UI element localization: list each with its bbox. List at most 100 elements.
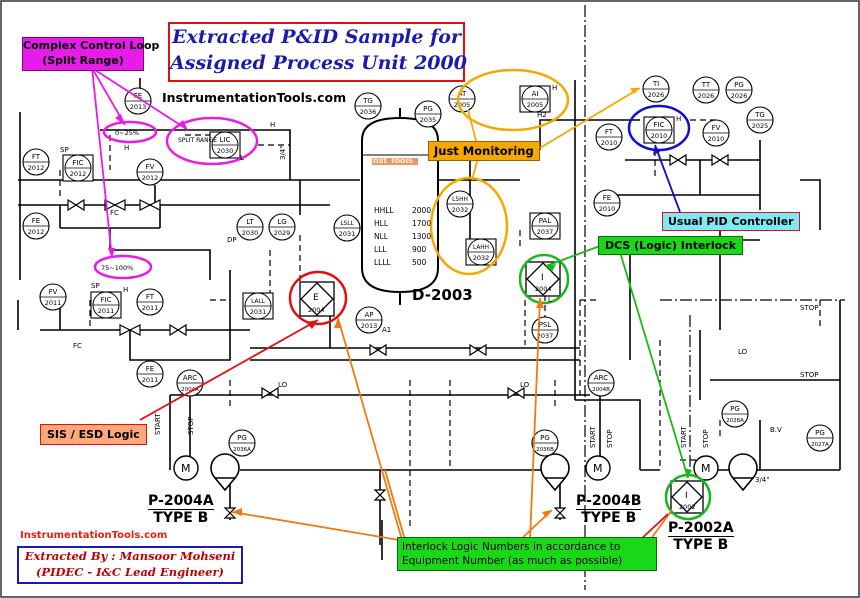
title-box: Extracted P&ID Sample for Assigned Proce… [168, 22, 467, 82]
lo-1: LO [278, 381, 288, 389]
three-quarter-2: 3/4" [755, 476, 770, 484]
fv2012-letters: FV [146, 163, 155, 171]
callout-split-range-line2: (Split Range) [42, 54, 124, 67]
site-label-bottom: InstrumentationTools.com [20, 530, 168, 541]
l-label-lic: L [240, 154, 244, 162]
pg2035-number: 2035 [420, 116, 437, 124]
lg2029-letters: LG [277, 218, 286, 226]
at2005-number: 2005 [454, 101, 471, 109]
ft2010-number: 2010 [601, 139, 618, 147]
e2004-number: 2004 [308, 306, 325, 314]
h-label-fic2012: H [124, 144, 129, 152]
p2002a-type: TYPE B [673, 537, 729, 553]
level-name-3: LLL [374, 245, 387, 254]
callout-sis-esd: SIS / ESD Logic [40, 424, 147, 445]
p2004b-tag: P-2004B [576, 493, 642, 510]
fic2010-letters: FIC [654, 121, 665, 129]
pg2028a-number: 2028A [726, 418, 744, 424]
p2004b-type: TYPE B [581, 510, 637, 526]
interlock-e2004 [299, 281, 335, 317]
i2004-letter: I [541, 273, 544, 283]
lahh2032-letters: LAHH [473, 245, 489, 251]
lshh2032-letters: LSHH [452, 197, 468, 203]
tg2036-letters: TG [362, 97, 373, 105]
pg2036b-letters: PG [540, 434, 550, 442]
fe2011-letters: FE [146, 365, 154, 373]
level-value-3: 900 [412, 245, 427, 254]
pal2037-letters: PAL [539, 217, 552, 225]
fic-2010-ellipse [627, 104, 691, 152]
bv-label: B.V [770, 426, 782, 434]
lic2030-number: 2030 [217, 147, 234, 155]
split-range-75-100-ellipse [93, 254, 153, 280]
instrument-fv2011: FV 2011 [39, 283, 67, 311]
fic2012-number: 2012 [70, 170, 87, 178]
lshh2032-number: 2032 [452, 206, 469, 214]
lall2031-letters: LALL [251, 299, 266, 305]
split-range-0-25-ellipse [102, 120, 158, 144]
fv2011-number: 2011 [45, 299, 62, 307]
lshh-ellipse [429, 176, 509, 276]
lall2031-number: 2031 [250, 308, 267, 316]
dp-label: DP [227, 236, 237, 244]
instrument-pg2028a: PG 2028A [721, 400, 749, 428]
stop-right-2: STOP [800, 371, 818, 379]
fc-label-2: FC [73, 342, 82, 350]
level-name-0: HHLL [374, 206, 394, 215]
tg2025-letters: TG [754, 111, 765, 119]
fe2012-letters: FE [32, 217, 40, 225]
l-label-i2004: L [548, 296, 552, 304]
start-1: START [154, 413, 162, 435]
callout-interlock-line2: Equipment Number (as much as possible) [402, 555, 623, 567]
pg2028a-letters: PG [730, 405, 740, 413]
range-75-100: 75~100% [101, 264, 133, 272]
ft2011-letters: FT [146, 293, 155, 301]
lic-2030-ellipse [165, 116, 259, 166]
i2002-number: 2002 [679, 503, 696, 511]
pump-p2004b-tag: P-2004B TYPE B [576, 493, 642, 526]
level-value-4: 500 [412, 258, 427, 267]
pg2035-letters: PG [423, 105, 433, 113]
stop-right-1: STOP [800, 304, 818, 312]
level-name-4: LLLL [374, 258, 392, 267]
fe2012-number: 2012 [28, 228, 45, 236]
ft2012-number: 2012 [28, 164, 45, 172]
level-name-2: NLL [374, 232, 389, 241]
callout-interlock-line1: Interlock Logic Numbers in accordance to [402, 541, 621, 553]
pg2036a-letters: PG [237, 434, 247, 442]
start-3: START [680, 426, 688, 448]
i2002-letter: I [685, 491, 688, 501]
sis-esd-ellipse [288, 270, 348, 326]
fv2011-letters: FV [49, 288, 58, 296]
pal2037-number: 2037 [537, 228, 554, 236]
tt2026-number: 2026 [698, 92, 715, 100]
fv2010-number: 2010 [708, 135, 725, 143]
lsll2031-letters: LSLL [340, 221, 354, 227]
at2005-letters: AT [458, 90, 467, 98]
valves [67, 153, 729, 519]
credit-line-2: (PIDEC - I&C Lead Engineer) [36, 565, 224, 579]
h-label-lic: H [270, 121, 275, 129]
pump-p2002a-tag: P-2002A TYPE B [668, 520, 734, 553]
lt2030-number: 2030 [242, 229, 259, 237]
pg2026-number: 2026 [731, 92, 748, 100]
title-line-2: Assigned Process Unit 2000 [170, 52, 467, 74]
three-quarter-1: 3/4" [279, 146, 287, 161]
